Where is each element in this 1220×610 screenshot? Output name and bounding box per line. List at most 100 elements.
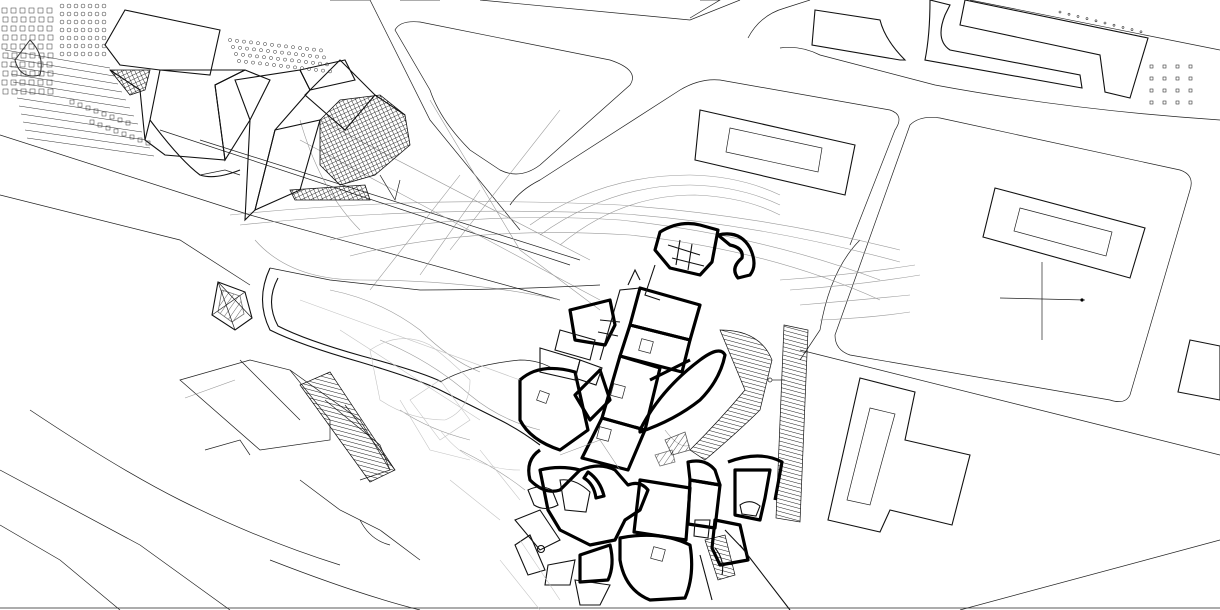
terrace-line bbox=[6, 57, 115, 77]
tree-marker bbox=[291, 45, 295, 50]
tree-marker bbox=[269, 56, 273, 60]
plaza-tile bbox=[37, 25, 44, 32]
tree-marker bbox=[238, 45, 242, 50]
plaza-tile bbox=[137, 137, 143, 143]
tree-marker bbox=[1175, 100, 1180, 105]
plaza-tile bbox=[19, 61, 26, 68]
plaza-tile bbox=[38, 70, 45, 77]
tree-marker bbox=[259, 48, 263, 53]
axonometric-buildings bbox=[104, 9, 411, 222]
plaza-tile bbox=[2, 70, 9, 77]
tree-marker bbox=[87, 27, 93, 33]
tree-marker bbox=[321, 68, 325, 73]
tree-marker bbox=[66, 19, 72, 25]
tree-marker bbox=[87, 11, 93, 17]
tree-dots-right bbox=[1058, 10, 1193, 105]
tree-marker bbox=[319, 48, 323, 53]
plaza-tile bbox=[38, 16, 45, 23]
tree-marker bbox=[73, 19, 79, 25]
tree-marker bbox=[1188, 100, 1193, 105]
bollard-marker bbox=[1085, 17, 1089, 20]
tree-marker bbox=[1188, 64, 1193, 69]
tree-marker bbox=[1175, 76, 1180, 81]
tree-marker bbox=[80, 35, 86, 41]
tree-marker bbox=[244, 59, 248, 64]
tree-marker bbox=[298, 46, 302, 50]
terrace-line bbox=[4, 49, 111, 69]
tree-marker bbox=[255, 54, 259, 59]
plaza-tile bbox=[46, 7, 53, 14]
tree-marker bbox=[80, 51, 86, 57]
plaza-tile bbox=[28, 61, 35, 68]
plaza-tile bbox=[121, 131, 127, 137]
riverbank-quay bbox=[179, 267, 601, 561]
plaza-tile bbox=[37, 7, 44, 14]
tree-marker bbox=[287, 51, 291, 56]
tree-marker bbox=[101, 43, 107, 49]
tree-marker bbox=[256, 41, 260, 46]
plaza-tile bbox=[37, 79, 44, 86]
terrace-line bbox=[26, 137, 155, 157]
tree-marker bbox=[80, 43, 86, 49]
bollard-marker bbox=[1094, 19, 1098, 23]
plaza-tile bbox=[1, 25, 8, 32]
tree-marker bbox=[273, 49, 277, 54]
terrace-line bbox=[18, 105, 139, 125]
terrace-line bbox=[10, 73, 123, 93]
tree-marker bbox=[101, 35, 107, 41]
terrace-line bbox=[22, 121, 147, 141]
tree-marker bbox=[59, 35, 65, 41]
plaza-tile bbox=[20, 16, 27, 23]
tree-marker bbox=[73, 3, 79, 9]
tree-marker bbox=[305, 46, 309, 51]
tree-marker bbox=[248, 53, 252, 58]
tree-marker bbox=[1149, 64, 1154, 69]
plaza-tile bbox=[2, 88, 9, 95]
bollard-marker bbox=[1058, 10, 1062, 14]
tree-marker bbox=[80, 11, 86, 17]
plaza-tile bbox=[105, 125, 111, 131]
tree-marker bbox=[66, 43, 72, 49]
tree-marker bbox=[297, 59, 301, 64]
tree-marker bbox=[66, 11, 72, 17]
tree-marker bbox=[272, 63, 276, 67]
tree-marker bbox=[87, 51, 93, 57]
tree-marker bbox=[262, 55, 266, 60]
tree-marker bbox=[231, 45, 235, 49]
tree-marker bbox=[242, 39, 246, 44]
tree-marker bbox=[284, 44, 288, 49]
bollard-marker bbox=[1130, 28, 1134, 31]
tree-marker bbox=[66, 51, 72, 57]
tree-marker bbox=[304, 60, 308, 64]
terrace-line bbox=[24, 129, 151, 149]
tree-marker bbox=[300, 66, 304, 71]
plaza-tile bbox=[11, 34, 18, 41]
tree-marker bbox=[249, 40, 253, 45]
tree-marker bbox=[293, 65, 297, 70]
plaza-tile bbox=[1, 43, 8, 50]
plaza-tile bbox=[2, 34, 9, 41]
tree-marker bbox=[1149, 76, 1154, 81]
plaza-tile bbox=[10, 7, 17, 14]
tree-marker bbox=[1175, 64, 1180, 69]
plaza-tile bbox=[19, 79, 26, 86]
tree-marker bbox=[66, 35, 72, 41]
plaza-tile bbox=[37, 43, 44, 50]
tree-marker bbox=[80, 19, 86, 25]
tree-marker bbox=[1175, 88, 1180, 93]
tree-marker bbox=[59, 3, 65, 9]
tree-marker bbox=[280, 50, 284, 55]
tree-marker bbox=[283, 57, 287, 62]
tree-marker bbox=[80, 3, 86, 9]
plaza-tile bbox=[129, 134, 135, 140]
plaza-tile bbox=[93, 108, 99, 114]
tree-marker bbox=[1188, 76, 1193, 81]
tree-marker bbox=[94, 51, 100, 57]
plaza-tile bbox=[89, 119, 95, 125]
terrace-line bbox=[8, 65, 119, 85]
tree-marker bbox=[101, 3, 107, 9]
tree-marker bbox=[235, 38, 239, 43]
plaza-tile bbox=[38, 88, 45, 95]
tree-marker bbox=[241, 52, 245, 57]
